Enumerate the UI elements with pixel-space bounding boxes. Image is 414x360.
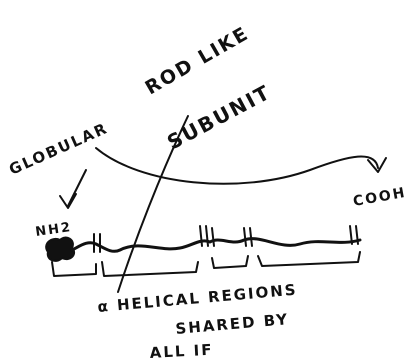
curved-arrow-line [95,147,379,185]
all-if-label: ALL IF [149,341,214,360]
nh2-label: NH2 [34,220,73,240]
helical-regions-label: α HELICAL REGIONS [97,281,298,316]
helical-bracket-4 [257,251,361,267]
curved-arrow-head [367,157,387,173]
linker-mark-2 [199,225,215,247]
helical-bracket-3 [211,255,249,269]
shared-by-label: SHARED BY [175,310,290,338]
linker-mark-4 [349,225,359,245]
globular-arrow-line [67,169,87,207]
helical-bracket-1 [51,261,97,277]
rod-like-label: ROD LIKE [142,22,253,99]
globular-label: GLOBULAR [6,119,111,179]
cooh-label: COOH [352,185,408,210]
globular-arrow-head [59,193,77,209]
rod-subunit-chain [70,237,362,253]
subunit-label: SUBUNIT [163,80,275,155]
globular-head [45,236,76,262]
subunit-pointer-line [117,115,189,293]
linker-mark-1 [93,233,101,253]
helical-bracket-2 [101,261,199,277]
linker-mark-3 [243,227,253,247]
